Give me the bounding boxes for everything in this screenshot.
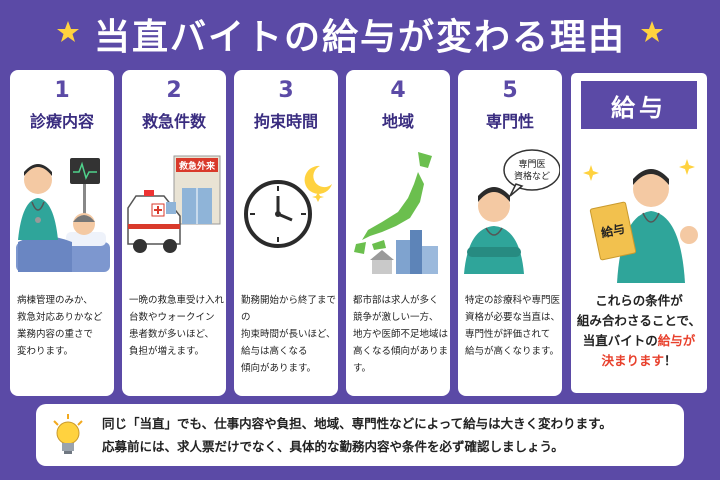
clock-moon-icon (244, 165, 332, 248)
step-description: 都市部は求人が多く競争が激しい一方、地方や医師不足地域は高くなる傾向があります。 (353, 295, 449, 374)
page-title: 当直バイトの給与が変わる理由 (93, 17, 626, 58)
speech-bubble-text: 専門医 (518, 158, 545, 170)
step-title: 救急件数 (141, 112, 206, 131)
step-title: 拘束時間 (253, 112, 318, 131)
step-number: 4 (390, 78, 406, 103)
step-description: 病棟管理のみか、救急対応ありかなど業務内容の重さで変わります。 (17, 295, 103, 357)
factor-card-medical-content: 1 診療内容 病棟管理のみか、救急対応ありかなど業務内容の重さで変わります。 (10, 70, 114, 396)
step-title: 診療内容 (29, 112, 94, 131)
step-description: 一晩の救急車受け入れ台数やウォークイン患者数が多いほど、負担が増えます。 (129, 295, 225, 357)
japan-map-city-icon (354, 152, 438, 274)
result-heading: 給与 (581, 81, 697, 129)
lightbulb-icon (53, 414, 83, 454)
factor-card-emergency-count: 2 救急件数 救急外来 一晩の救急車受け入れ台数やウォークイン患者数が多いほど、… (122, 70, 226, 396)
result-description: これらの条件が 組み合わさることで、 当直バイトの給与が 決まります！ (576, 293, 702, 368)
note-box: 同じ「当直」でも、仕事内容や負担、地域、専門性などによって給与は大きく変わります… (36, 404, 684, 466)
doctor-salary-envelope-icon: 給与 (583, 159, 698, 283)
star-icon (641, 21, 663, 42)
factor-cards: 1 診療内容 病棟管理のみか、救急対応ありかなど業務内容の重さで変わります。 2… (10, 70, 710, 396)
specialist-doctor-icon: 専門医 資格など (464, 149, 560, 274)
doctor-with-patient-icon (16, 158, 110, 272)
step-number: 1 (54, 78, 70, 103)
speech-bubble-text: 資格など (514, 170, 550, 182)
step-description: 勤務開始から終了までの拘束時間が長いほど、給与は高くなる傾向があります。 (241, 295, 337, 374)
step-number: 2 (166, 78, 182, 103)
step-description: 特定の診療科や専門医資格が必要な当直は、専門性が評価されて給与が高くなります。 (465, 295, 561, 357)
step-title: 専門性 (485, 112, 534, 131)
factor-card-specialty: 5 専門性 専門医 資格など 特定の診療科や専門医資格が必要な当直は、専門性が評… (458, 70, 562, 396)
title-bar: 当直バイトの給与が変わる理由 (0, 6, 720, 62)
envelope-label: 給与 (600, 221, 627, 241)
highlight-text: 決まります (601, 353, 664, 368)
star-icon (57, 21, 79, 42)
factor-card-duty-hours: 3 拘束時間 勤務開始から終了までの拘束時間が長いほど、給与は高くなる傾向があり… (234, 70, 338, 396)
ambulance-icon: 救急外来 (127, 155, 221, 253)
note-text: 同じ「当直」でも、仕事内容や負担、地域、専門性などによって給与は大きく変わります… (102, 416, 612, 454)
er-sign-text: 救急外来 (179, 160, 216, 172)
step-number: 3 (278, 78, 294, 103)
result-card: 給与 給与 これらの条件が 組み合わさることで、 当直バイトの給与が 決まります… (568, 70, 710, 396)
highlight-text: 給与が (657, 333, 696, 348)
step-number: 5 (502, 78, 518, 103)
step-title: 地域 (381, 112, 414, 131)
factor-card-region: 4 地域 都市部は求人が多く競争が激しい一方、地方や医師不足地域は高くなる傾向が… (346, 70, 450, 396)
